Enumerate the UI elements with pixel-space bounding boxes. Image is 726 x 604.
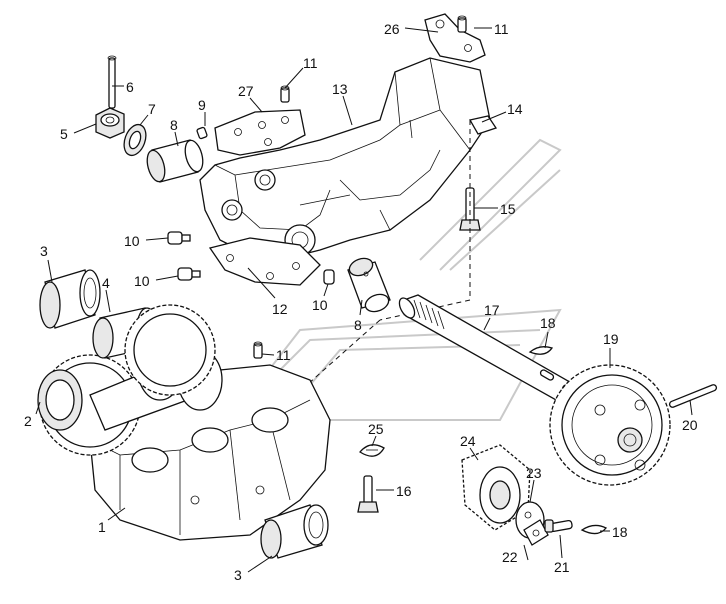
part-11-pin-top	[457, 15, 467, 33]
callout-16: 16	[396, 483, 412, 499]
part-6-bolt	[107, 55, 117, 109]
part-16-bolt	[357, 475, 379, 513]
part-19-gear	[549, 364, 671, 486]
part-12-gasket	[208, 237, 321, 286]
part-11-pin-low	[253, 341, 263, 359]
callout-10-a: 10	[124, 233, 140, 249]
callout-11-mid: 11	[303, 55, 318, 71]
callout-12: 12	[272, 301, 288, 317]
part-14-clip	[468, 115, 498, 135]
callout-4: 4	[102, 275, 110, 291]
callout-23: 23	[526, 465, 542, 481]
callout-19: 19	[603, 331, 619, 347]
callout-7: 7	[148, 101, 156, 117]
leader-lines	[35, 27, 693, 573]
part-8-bushing-low	[347, 257, 391, 313]
part-10-screw-b	[177, 267, 201, 281]
part-2-gear-rear	[124, 304, 216, 396]
callout-17: 17	[484, 302, 500, 318]
part-8-bushing-top	[146, 139, 204, 183]
callout-10-c: 10	[312, 297, 328, 313]
part-3-sleeve-top	[39, 269, 101, 329]
callout-5: 5	[60, 126, 68, 142]
part-20-pin	[668, 384, 718, 408]
callout-25: 25	[368, 421, 384, 437]
alignment-line-15	[379, 120, 471, 321]
callout-22: 22	[502, 549, 518, 565]
callout-13: 13	[332, 81, 348, 97]
part-25-clip	[359, 444, 385, 457]
part-9-dowel	[196, 126, 208, 140]
part-26-bracket-plate	[424, 13, 486, 63]
callout-11-top: 11	[494, 21, 509, 37]
part-7-washer	[123, 123, 147, 157]
callout-11-low: 11	[276, 347, 291, 363]
callout-labels: 26 11 11 6 27 13 7 9 5 8 14 15 10 3 10 4…	[24, 21, 698, 583]
callout-8-low: 8	[354, 317, 362, 333]
callout-1: 1	[98, 519, 106, 535]
part-21-bolt	[544, 519, 573, 533]
part-13-housing	[199, 57, 491, 256]
callout-20: 20	[682, 417, 698, 433]
part-24-bevel-gear	[461, 444, 531, 531]
callout-18-b: 18	[612, 524, 628, 540]
callout-24: 24	[460, 433, 476, 449]
callout-3-bottom: 3	[234, 567, 242, 583]
callout-2: 2	[24, 413, 32, 429]
callout-9: 9	[198, 97, 206, 113]
callout-8-top: 8	[170, 117, 178, 133]
callout-15: 15	[500, 201, 516, 217]
callout-21: 21	[554, 559, 570, 575]
part-27-gasket	[214, 109, 306, 156]
part-5-nut	[95, 107, 125, 139]
callout-27: 27	[238, 83, 254, 99]
callout-26: 26	[384, 21, 400, 37]
part-22-plate	[523, 519, 549, 546]
part-18-key-a	[528, 346, 554, 355]
part-18-key-b	[580, 524, 608, 535]
callout-10-b: 10	[134, 273, 150, 289]
callout-6: 6	[126, 79, 134, 95]
part-11-pin-mid	[280, 85, 290, 103]
callout-18-a: 18	[540, 315, 556, 331]
part-10-screw-a	[167, 231, 191, 245]
callout-3-top: 3	[40, 243, 48, 259]
part-10-screw-c	[323, 269, 335, 285]
part-3-sleeve-bottom	[260, 504, 329, 559]
callout-14: 14	[507, 101, 523, 117]
